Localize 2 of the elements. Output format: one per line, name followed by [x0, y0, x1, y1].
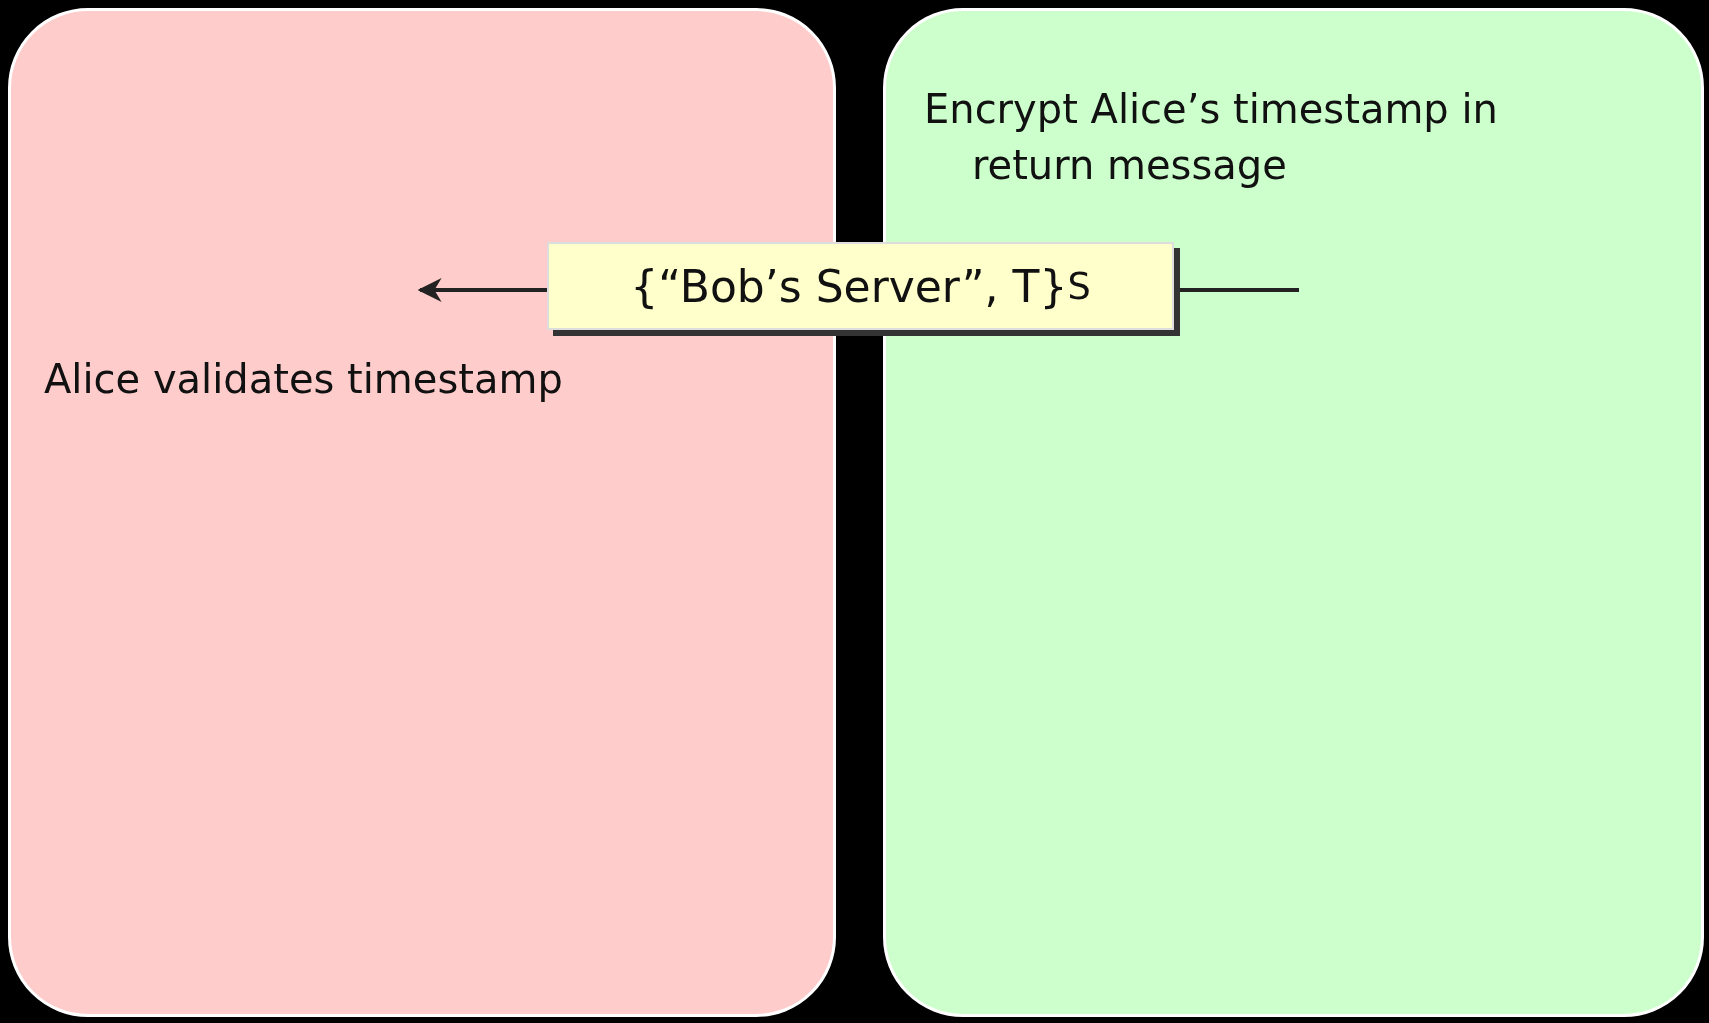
step-text: Alice validates timestamp	[44, 355, 564, 404]
step-text: Encrypt Alice’s timestamp in return message	[924, 85, 1499, 190]
